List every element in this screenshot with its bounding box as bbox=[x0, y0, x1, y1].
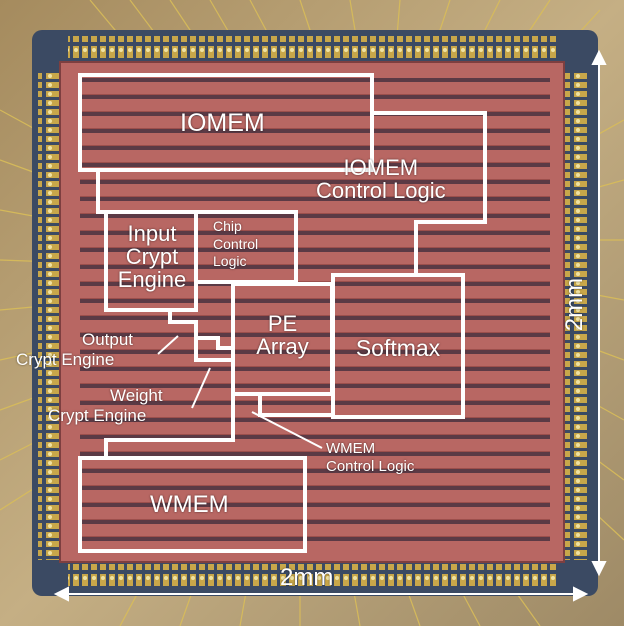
wmem-control-logic-line-1: WMEM bbox=[326, 440, 376, 457]
pe-array-line-1: PE bbox=[267, 311, 298, 336]
iomem-outline bbox=[78, 73, 374, 172]
output-crypt-engine-line-1: Output bbox=[82, 330, 134, 349]
pe-array-label: PE Array bbox=[233, 312, 332, 358]
weight-crypt-engine-line-2: Crypt Engine bbox=[48, 406, 147, 426]
iomem-control-logic-line-2: Control Logic bbox=[316, 178, 446, 204]
height-dimension-label: 2mm bbox=[561, 277, 589, 332]
iomem-label: IOMEM bbox=[180, 109, 265, 137]
wmem-control-logic-line-2: Control Logic bbox=[326, 458, 415, 475]
iomem-control-logic-line-1: IOMEM bbox=[343, 155, 419, 180]
chip-control-logic-line-3: Logic bbox=[213, 253, 247, 269]
pe-array-line-2: Array bbox=[256, 334, 309, 360]
bottom-pad-row bbox=[68, 564, 558, 586]
chip-control-logic-line-1: Chip bbox=[213, 218, 242, 234]
right-pad-row bbox=[565, 70, 587, 560]
width-dimension-label: 2mm bbox=[280, 564, 334, 591]
output-crypt-engine-line-2: Crypt Engine bbox=[16, 350, 115, 370]
chip-control-logic-line-2: Control bbox=[213, 235, 259, 252]
weight-crypt-engine-label: Weight Crypt Engine bbox=[48, 386, 163, 427]
wmem-outline bbox=[78, 456, 307, 553]
input-crypt-engine-line-3: Engine bbox=[117, 267, 187, 293]
core-metal-stripes bbox=[80, 78, 550, 548]
weight-crypt-engine-outline bbox=[194, 338, 233, 362]
output-crypt-engine-label: Output Crypt Engine bbox=[16, 330, 133, 371]
softmax-outline bbox=[331, 273, 465, 419]
input-crypt-engine-label: Input Crypt Engine bbox=[110, 222, 194, 291]
wmem-control-logic-label: WMEM Control Logic bbox=[326, 440, 414, 476]
dimension-arrows bbox=[53, 49, 607, 602]
weight-crypt-engine-line-1: Weight bbox=[110, 386, 163, 405]
wmem-control-logic-outline bbox=[104, 394, 235, 458]
input-crypt-engine-line-1: Input bbox=[127, 221, 177, 246]
left-pad-row bbox=[38, 70, 60, 560]
softmax-label: Softmax bbox=[355, 335, 441, 361]
input-crypt-engine-line-2: Crypt bbox=[125, 244, 179, 270]
chip-control-logic-label: Chip Control Logic bbox=[213, 218, 258, 271]
leader-lines bbox=[157, 335, 323, 449]
wmem-label: WMEM bbox=[150, 491, 229, 518]
iomem-control-logic-label: IOMEM Control Logic bbox=[316, 156, 446, 202]
top-pad-row bbox=[68, 36, 558, 58]
block-outlines bbox=[78, 73, 487, 553]
